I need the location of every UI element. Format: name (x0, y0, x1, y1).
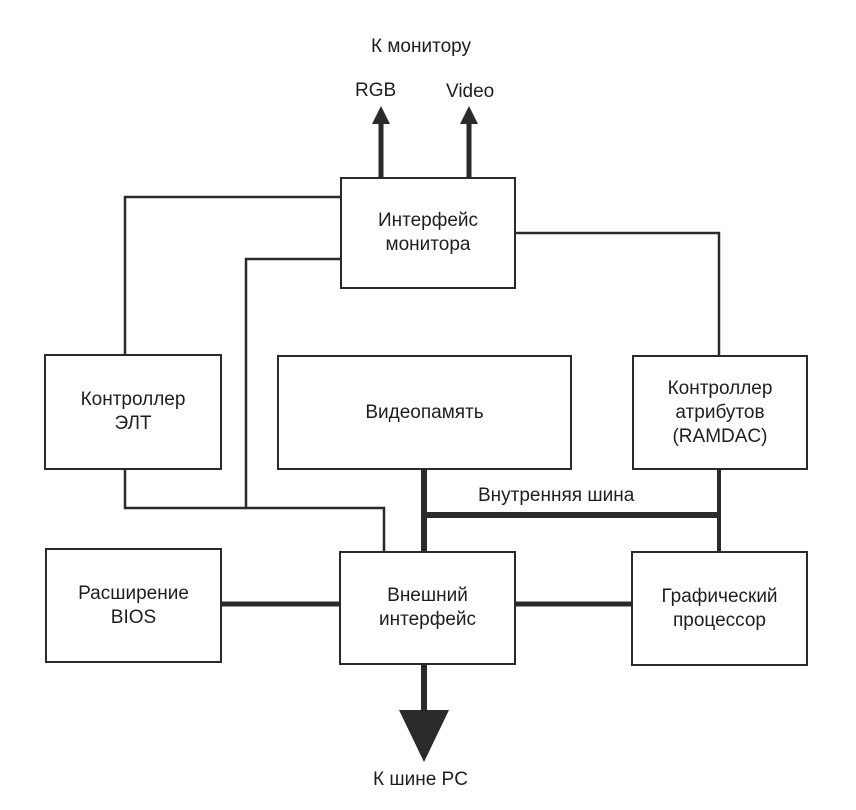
attribute-controller-block: Контроллер атрибутов (RAMDAC) (632, 355, 808, 470)
pc-bus-arrow-icon (399, 710, 449, 762)
to-pc-bus-label: К шине PC (373, 769, 468, 790)
video-arrow-icon (460, 106, 478, 124)
internal-bus-label: Внутренняя шина (478, 485, 635, 506)
line-crt-to-monitor-interface (123, 195, 341, 355)
video-memory-block: Видеопамять (277, 355, 572, 470)
line-monitor-interface-to-ramdac (515, 231, 721, 356)
external-interface-text: Внешний интерфейс (378, 585, 477, 630)
graphics-processor-block: Графический процессор (631, 551, 808, 666)
bios-extension-text: Расширение BIOS (78, 582, 189, 628)
external-interface-block: Внешний интерфейс (339, 551, 516, 665)
monitor-interface-block: Интерфейс монитора (340, 177, 516, 289)
rgb-label: RGB (355, 80, 397, 101)
bios-extension-block: Расширение BIOS (45, 548, 222, 663)
rgb-arrow-icon (372, 106, 390, 124)
crt-controller-text: Контроллер ЭЛТ (80, 389, 186, 434)
graphics-processor-text: Графический процессор (661, 585, 778, 631)
attribute-controller-text: Контроллер атрибутов (RAMDAC) (667, 377, 773, 447)
video-label: Video (446, 81, 495, 102)
monitor-interface-text: Интерфейс монитора (377, 210, 479, 255)
to-monitor-label: К монитору (371, 36, 471, 57)
line-crt-bottom (123, 469, 246, 510)
video-memory-text: Видеопамять (365, 401, 484, 423)
crt-controller-block: Контроллер ЭЛТ (44, 354, 222, 470)
